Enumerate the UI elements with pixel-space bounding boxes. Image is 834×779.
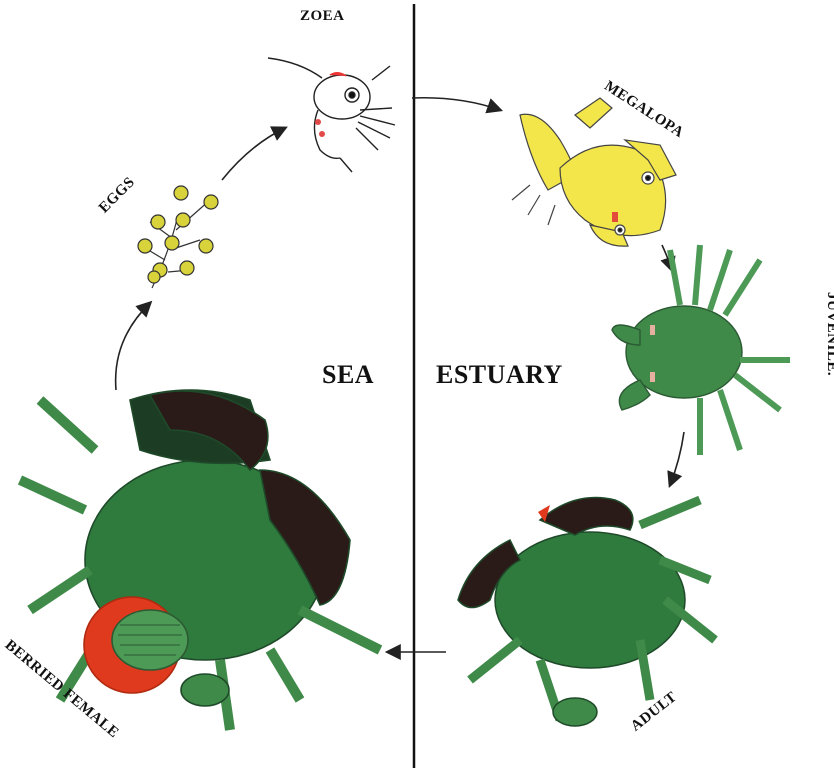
arrow-female-to-eggs: [116, 303, 150, 390]
adult-illustration: [458, 498, 715, 727]
arrow-eggs-to-zoea: [222, 128, 285, 180]
eggs-illustration: [138, 186, 218, 288]
arrow-zoea-to-megalopa: [412, 98, 500, 110]
berried-female-illustration: [20, 390, 380, 730]
label-zoea: ZOEA: [300, 8, 345, 25]
label-juvenile: JUVENILE.: [823, 292, 834, 376]
juvenile-illustration: [612, 245, 790, 455]
label-estuary: ESTUARY: [436, 360, 563, 390]
zoea-illustration: [268, 58, 395, 172]
label-sea: SEA: [322, 360, 374, 390]
arrow-juvenile-to-adult: [670, 432, 684, 485]
